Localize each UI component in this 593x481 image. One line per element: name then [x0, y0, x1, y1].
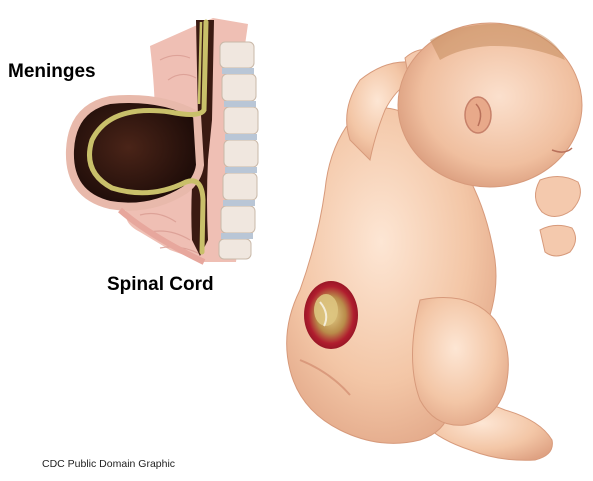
leg — [413, 298, 509, 426]
credit-label: CDC Public Domain Graphic — [42, 458, 175, 470]
hand-near-mouth — [535, 176, 580, 216]
ear — [465, 97, 491, 133]
vertebrae — [219, 42, 258, 259]
fist — [540, 225, 576, 256]
spinal-cord-label: Spinal Cord — [107, 274, 214, 296]
spinal-cross-section-illustration — [70, 18, 258, 262]
meninges-label: Meninges — [8, 61, 96, 83]
infant-back-illustration — [287, 23, 582, 460]
